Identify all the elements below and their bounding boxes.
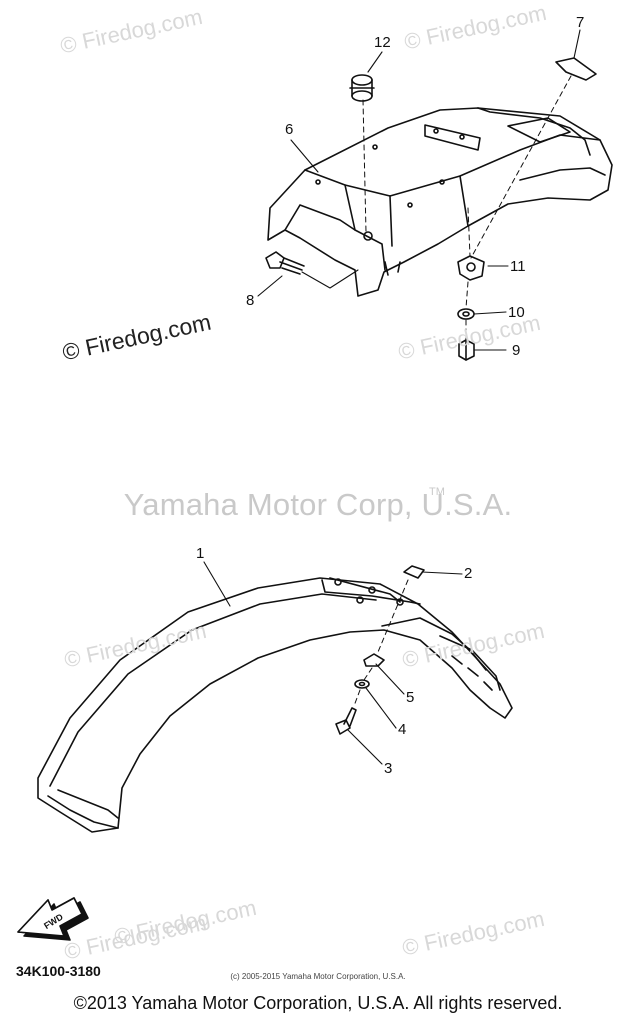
pad-part-7: [555, 57, 597, 81]
nut-part-5: [363, 653, 385, 667]
fwd-arrow-icon: [17, 897, 89, 941]
collar-part-2: [403, 565, 425, 579]
callout-12: 12: [374, 34, 391, 51]
callout-3: 3: [384, 760, 393, 777]
washer-part-10: [457, 308, 475, 320]
callout-6: 6: [285, 121, 294, 138]
front-fender-part-1: [37, 577, 513, 833]
callout-2: 2: [464, 565, 473, 582]
callout-8: 8: [246, 292, 255, 309]
washer-part-4: [354, 679, 370, 689]
rear-fender-part-6: [267, 107, 613, 297]
callout-9: 9: [512, 342, 521, 359]
copyright-footer: ©2013 Yamaha Motor Corporation, U.S.A. A…: [73, 993, 563, 1013]
callout-4: 4: [398, 721, 407, 738]
callout-11: 11: [510, 258, 526, 275]
bolt-part-3: [335, 707, 357, 735]
small-copyright: (c) 2005-2015 Yamaha Motor Corporation, …: [230, 972, 406, 981]
callout-10: 10: [508, 304, 525, 321]
callout-7: 7: [576, 14, 585, 31]
grommet-part-12: [349, 74, 375, 102]
diagram-number: 34K100-3180: [16, 963, 101, 979]
brand-watermark: Yamaha Motor Corp, U.S.A.: [123, 487, 513, 522]
callout-1: 1: [196, 545, 205, 562]
clip-nut-part-11: [457, 255, 485, 281]
trademark-mark: TM: [429, 486, 445, 498]
callout-5: 5: [406, 689, 415, 706]
bolt-part-8: [265, 251, 305, 275]
